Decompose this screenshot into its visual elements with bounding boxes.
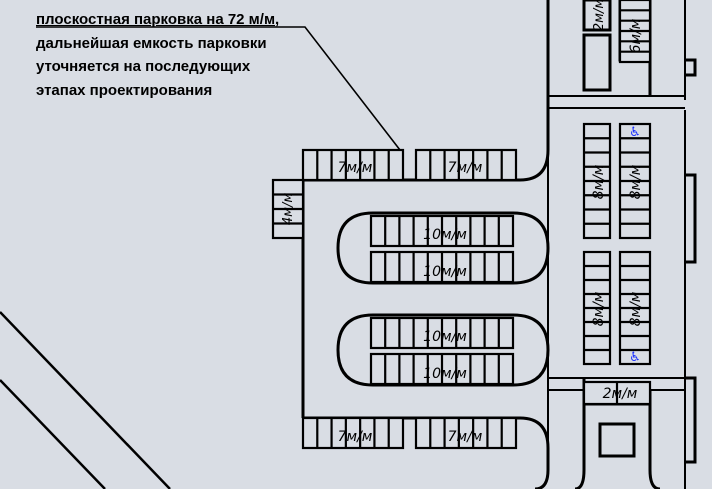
- note-leader-line: [36, 26, 401, 151]
- label-right-top-small: 2м/м: [592, 0, 607, 31]
- median-bottom-right: [648, 469, 661, 489]
- label-island1-a: 10м/м: [423, 227, 467, 243]
- label-right-top: 6м/м: [628, 18, 644, 53]
- median-bottom-left: [574, 469, 586, 489]
- building-block-top: [582, 33, 612, 92]
- road-left-edge-bottom: [534, 448, 550, 489]
- label-right-a1: 8м/м: [591, 164, 607, 199]
- road-edge-2: [0, 379, 106, 489]
- bottom-box: [598, 422, 636, 458]
- note-line-1: плоскостная парковка на 72 м/м,: [36, 11, 280, 28]
- label-left-side: 4м/м: [281, 193, 296, 225]
- label-right-a2: 8м/м: [628, 164, 644, 199]
- label-island2-b: 10м/м: [423, 366, 467, 382]
- label-bottom-left: 7м/м: [338, 429, 373, 445]
- label-right-b2: 8м/м: [628, 291, 644, 326]
- stalls-top-right: [414, 148, 518, 182]
- stalls-bottom-left: [301, 416, 405, 450]
- note-line-3: уточняется на последующих: [36, 58, 251, 75]
- note-line-2: дальнейшая емкость парковки: [36, 34, 267, 52]
- label-bottom-small: 2м/м: [603, 386, 638, 402]
- lot-corner-bottom: [519, 416, 550, 449]
- road-cross-1: [548, 95, 685, 109]
- label-top-left: 7м/м: [338, 160, 373, 176]
- label-island1-b: 10м/м: [423, 264, 467, 280]
- lot-corner-top: [519, 149, 550, 182]
- road-edge-1: [0, 311, 171, 489]
- column-top-left: [582, 0, 612, 32]
- parking-note: плоскостная парковка на 72 м/м, дальнейш…: [36, 8, 336, 102]
- accessible-icon-top: ♿: [629, 125, 641, 140]
- note-line-4: этапах проектирования: [36, 81, 213, 99]
- label-island2-a: 10м/м: [423, 329, 467, 345]
- curb-right-3: [685, 376, 697, 464]
- accessible-icon-bottom: ♿: [629, 350, 641, 365]
- curb-right-2: [685, 173, 697, 264]
- label-right-b1: 8м/м: [591, 291, 607, 326]
- label-bottom-right: 7м/м: [448, 429, 483, 445]
- label-top-right: 7м/м: [448, 160, 483, 176]
- stalls-top-left: [301, 148, 405, 182]
- curb-right-1: [685, 58, 697, 77]
- stalls-bottom-right: [414, 416, 518, 450]
